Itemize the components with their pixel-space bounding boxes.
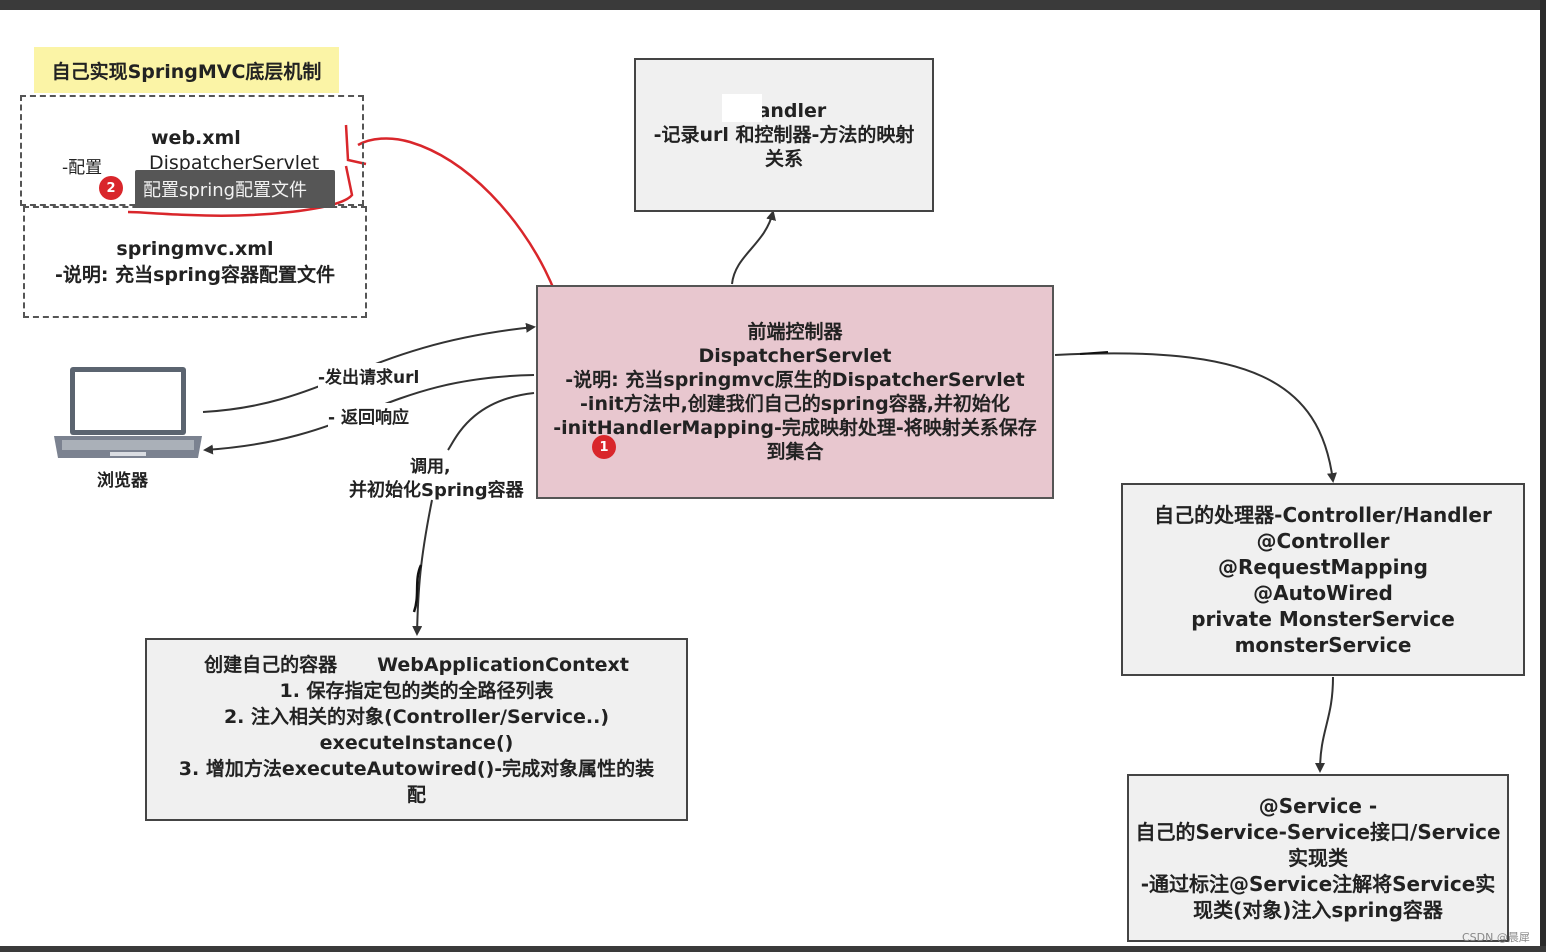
webxml-dispatcher-line: DispatcherServlet — [149, 152, 320, 174]
container-line4: executeInstance() — [319, 731, 514, 754]
edge-label-call: 调用, — [410, 457, 451, 477]
service-line3: 实现类 — [1288, 846, 1348, 870]
springmvc-desc: -说明: 充当spring容器配置文件 — [54, 264, 336, 286]
redaction-patch — [722, 94, 762, 122]
service-line2: 自己的Service-Service接口/Service — [1135, 820, 1501, 844]
window-bottom-bar — [0, 946, 1546, 952]
webxml-config-prefix: -配置 — [62, 158, 103, 178]
arrow-dispatcher-to-handler — [731, 210, 776, 285]
dispatcher-line2: -init方法中,创建我们自己的spring容器,并初始化 — [580, 393, 1010, 415]
container-line6: 配 — [406, 783, 426, 806]
container-line3: 2. 注入相关的对象(Controller/Service..) — [223, 705, 610, 728]
springmvc-xml-box: springmvc.xml -说明: 充当spring容器配置文件 — [23, 206, 367, 318]
red-annotation-bracket — [127, 124, 367, 217]
dispatcher-line3: -initHandlerMapping-完成映射处理-将映射关系保存 — [553, 417, 1037, 439]
service-line4: -通过标注@Service注解将Service实 — [1140, 872, 1496, 896]
container-line5: 3. 增加方法executeAutowired()-完成对象属性的装 — [178, 757, 655, 780]
service-line1: @Service - — [1258, 794, 1378, 818]
tooltip-config-spring: 配置spring配置文件 — [135, 170, 335, 208]
window-top-bar — [0, 0, 1546, 10]
dispatcher-servlet-box: 前端控制器 DispatcherServlet -说明: 充当springmvc… — [536, 285, 1054, 499]
dispatcher-name: DispatcherServlet — [698, 345, 892, 367]
controller-line1: 自己的处理器-Controller/Handler — [1154, 502, 1492, 527]
webxml-title: web.xml — [151, 127, 241, 149]
hand-mark-black-1 — [1079, 351, 1109, 355]
dispatcher-line4: 到集合 — [766, 441, 824, 463]
service-box: @Service - 自己的Service-Service接口/Service … — [1127, 774, 1509, 942]
handler-line2: 关系 — [764, 148, 803, 170]
arrow-dispatcher-to-controller — [1054, 352, 1337, 483]
annotation-badge-1[interactable]: 1 — [592, 435, 616, 459]
edge-label-request: -发出请求url — [318, 363, 420, 388]
handler-title: Handler — [741, 100, 827, 122]
tooltip-text: 配置spring配置文件 — [143, 180, 308, 201]
service-line5: 现类(对象)注入spring容器 — [1193, 898, 1443, 922]
diagram-title: 自己实现SpringMVC底层机制 — [34, 47, 339, 93]
handler-box: Handler -记录url 和控制器-方法的映射 关系 — [634, 58, 934, 212]
controller-line2: @Controller — [1256, 528, 1390, 553]
edge-label-response: - 返回响应 — [328, 403, 409, 428]
handler-line1: -记录url 和控制器-方法的映射 — [653, 124, 915, 146]
browser-label: 浏览器 — [97, 471, 148, 491]
controller-line3: @RequestMapping — [1218, 554, 1428, 579]
controller-line4: @AutoWired — [1253, 580, 1393, 605]
dispatcher-title: 前端控制器 — [747, 321, 843, 343]
edge-label-init-container: 并初始化Spring容器 — [349, 480, 524, 501]
controller-handler-box: 自己的处理器-Controller/Handler @Controller @R… — [1121, 483, 1525, 676]
watermark: CSDN @晨犀 — [1462, 931, 1530, 944]
arrow-controller-to-service — [1315, 676, 1334, 773]
controller-line6: monsterService — [1234, 632, 1412, 657]
annotation-badge-2[interactable]: 2 — [99, 176, 123, 200]
springmvc-title: springmvc.xml — [116, 238, 274, 260]
dispatcher-line1: -说明: 充当springmvc原生的DispatcherServlet — [565, 369, 1025, 391]
controller-line5: private MonsterService — [1191, 606, 1455, 631]
container-line2: 1. 保存指定包的类的全路径列表 — [279, 679, 554, 702]
window-right-bar — [1540, 0, 1546, 952]
arrow-call-container — [417, 392, 535, 634]
hand-mark-black-2 — [412, 564, 423, 613]
